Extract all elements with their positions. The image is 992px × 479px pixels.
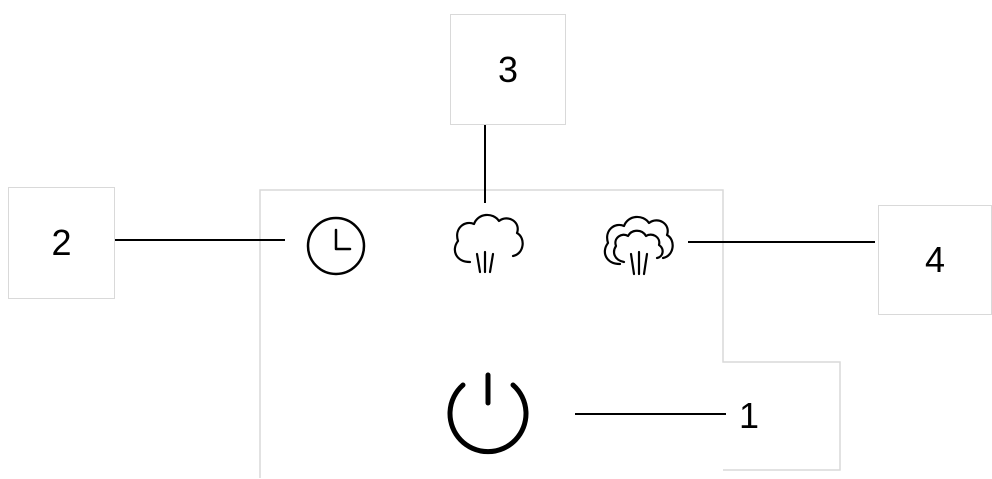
callout-box-2: 2 [8, 187, 115, 299]
label-3: 3 [497, 48, 519, 90]
control-panel-outline [259, 189, 841, 478]
double-steam-cloud-icon[interactable] [603, 215, 674, 276]
power-icon[interactable] [447, 372, 529, 455]
label-2: 2 [51, 222, 72, 263]
callout-box-3: 3 [450, 14, 566, 125]
callout-box-4: 4 [878, 205, 992, 315]
steam-cloud-icon[interactable] [453, 213, 524, 274]
label-4: 4 [924, 239, 946, 280]
clock-icon[interactable] [306, 216, 366, 276]
label-1: 1 [739, 395, 760, 436]
